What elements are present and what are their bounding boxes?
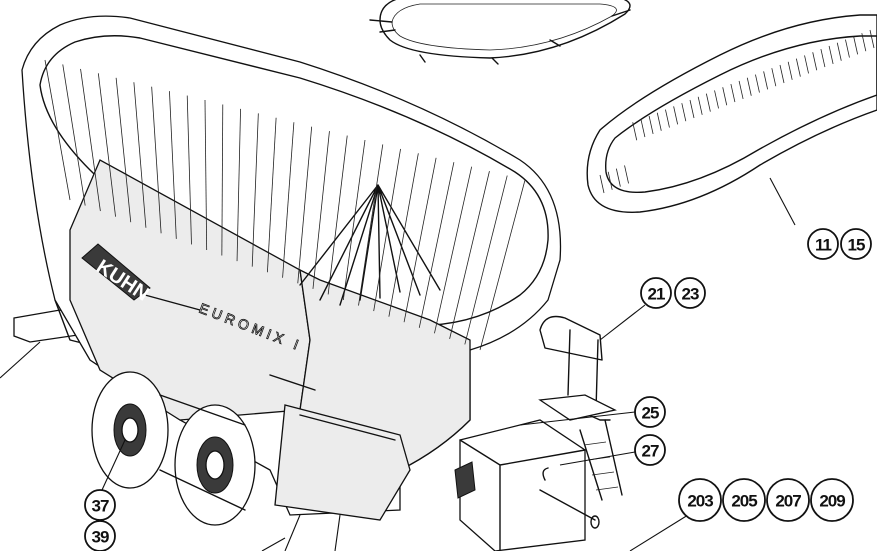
- callout-label: 37: [92, 497, 109, 516]
- callout-11: 11: [807, 228, 839, 260]
- callout-label: 39: [92, 528, 109, 547]
- callout-37: 37: [84, 489, 116, 521]
- callout-circle: [634, 434, 666, 466]
- callout-circle: [807, 228, 839, 260]
- callout-209: 209: [810, 478, 854, 522]
- top-ring-part: [369, 0, 631, 65]
- callout-15: 15: [840, 228, 872, 260]
- callout-23: 23: [674, 277, 706, 309]
- callout-circle: [84, 489, 116, 521]
- leader-line: [0, 341, 41, 379]
- ladder: [538, 315, 623, 501]
- callout-label: 23: [682, 285, 699, 304]
- callout-circle: [722, 478, 766, 522]
- callout-39: 39: [84, 520, 116, 552]
- leader-line: [769, 177, 796, 226]
- callout-label: 27: [642, 442, 659, 461]
- callout-circle: [840, 228, 872, 260]
- leader-line: [334, 514, 341, 552]
- callout-circle: [678, 478, 722, 522]
- leader-line: [261, 537, 286, 552]
- callout-circle: [766, 478, 810, 522]
- leader-line: [599, 304, 646, 341]
- callout-205: 205: [722, 478, 766, 522]
- leader-line: [519, 411, 636, 426]
- callout-label: 11: [815, 236, 832, 255]
- callout-label: 25: [642, 404, 659, 423]
- control-box: [454, 419, 600, 552]
- callout-21: 21: [640, 277, 672, 309]
- callout-circle: [640, 277, 672, 309]
- callout-circle: [674, 277, 706, 309]
- callout-label: 209: [819, 492, 845, 511]
- callout-layer: 11 15 21 23 25 27 37 39 203 205 207 209: [0, 177, 872, 552]
- callout-207: 207: [766, 478, 810, 522]
- callout-label: 207: [775, 492, 801, 511]
- callout-25: 25: [634, 396, 666, 428]
- callout-label: 205: [731, 492, 757, 511]
- callout-circle: [634, 396, 666, 428]
- callout-label: 203: [687, 492, 713, 511]
- callout-27: 27: [634, 434, 666, 466]
- callout-label: 21: [648, 285, 665, 304]
- leader-line: [629, 514, 689, 552]
- leader-line: [559, 451, 636, 466]
- callout-label: 15: [848, 236, 865, 255]
- ring-part-11-15: [586, 14, 877, 213]
- leader-line: [284, 514, 301, 552]
- callout-circle: [810, 478, 854, 522]
- callout-203: 203: [678, 478, 722, 522]
- wheels: [91, 371, 256, 526]
- leader-line: [101, 439, 126, 491]
